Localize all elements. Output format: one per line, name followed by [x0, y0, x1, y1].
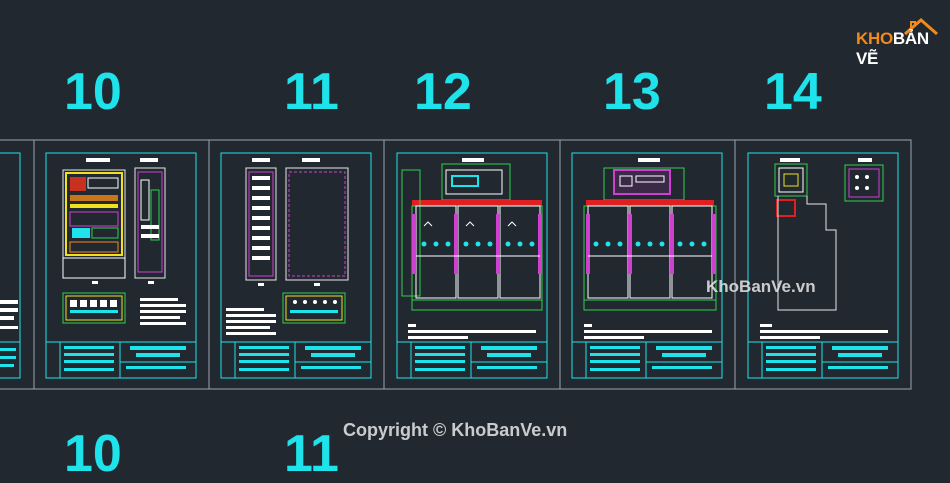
logo-prefix: KHO [856, 29, 893, 48]
drawing-sheet-11 [220, 152, 372, 379]
drawing-sheet-10 [45, 152, 197, 379]
drawing-sheet-13 [571, 152, 723, 379]
sheet-number-14: 14 [764, 63, 822, 121]
drawing-sheet-14 [747, 152, 899, 379]
drawing-sheet-12 [396, 152, 548, 379]
sheet-number-13: 13 [603, 63, 661, 121]
cad-drawing-canvas[interactable] [0, 0, 950, 452]
sheet-frames [0, 139, 912, 390]
logo-text: KHOBẢN VẼ [856, 29, 941, 69]
sheet-number-10: 10 [64, 63, 122, 121]
site-watermark: KhoBanVe.vn [706, 277, 816, 296]
sheet-number-11-row2: 11 [284, 425, 339, 483]
drawing-sheet-9 [0, 152, 21, 379]
house-roof-icon [904, 18, 938, 36]
sheet-number-12: 12 [414, 63, 472, 121]
copyright-watermark: Copyright © KhoBanVe.vn [343, 420, 568, 440]
khobanve-logo: KHOBẢN VẼ [853, 14, 941, 68]
logo-suffix: BẢN VẼ [856, 29, 929, 68]
sheet-number-11: 11 [284, 63, 339, 121]
sheet-number-10-row2: 10 [64, 425, 122, 483]
